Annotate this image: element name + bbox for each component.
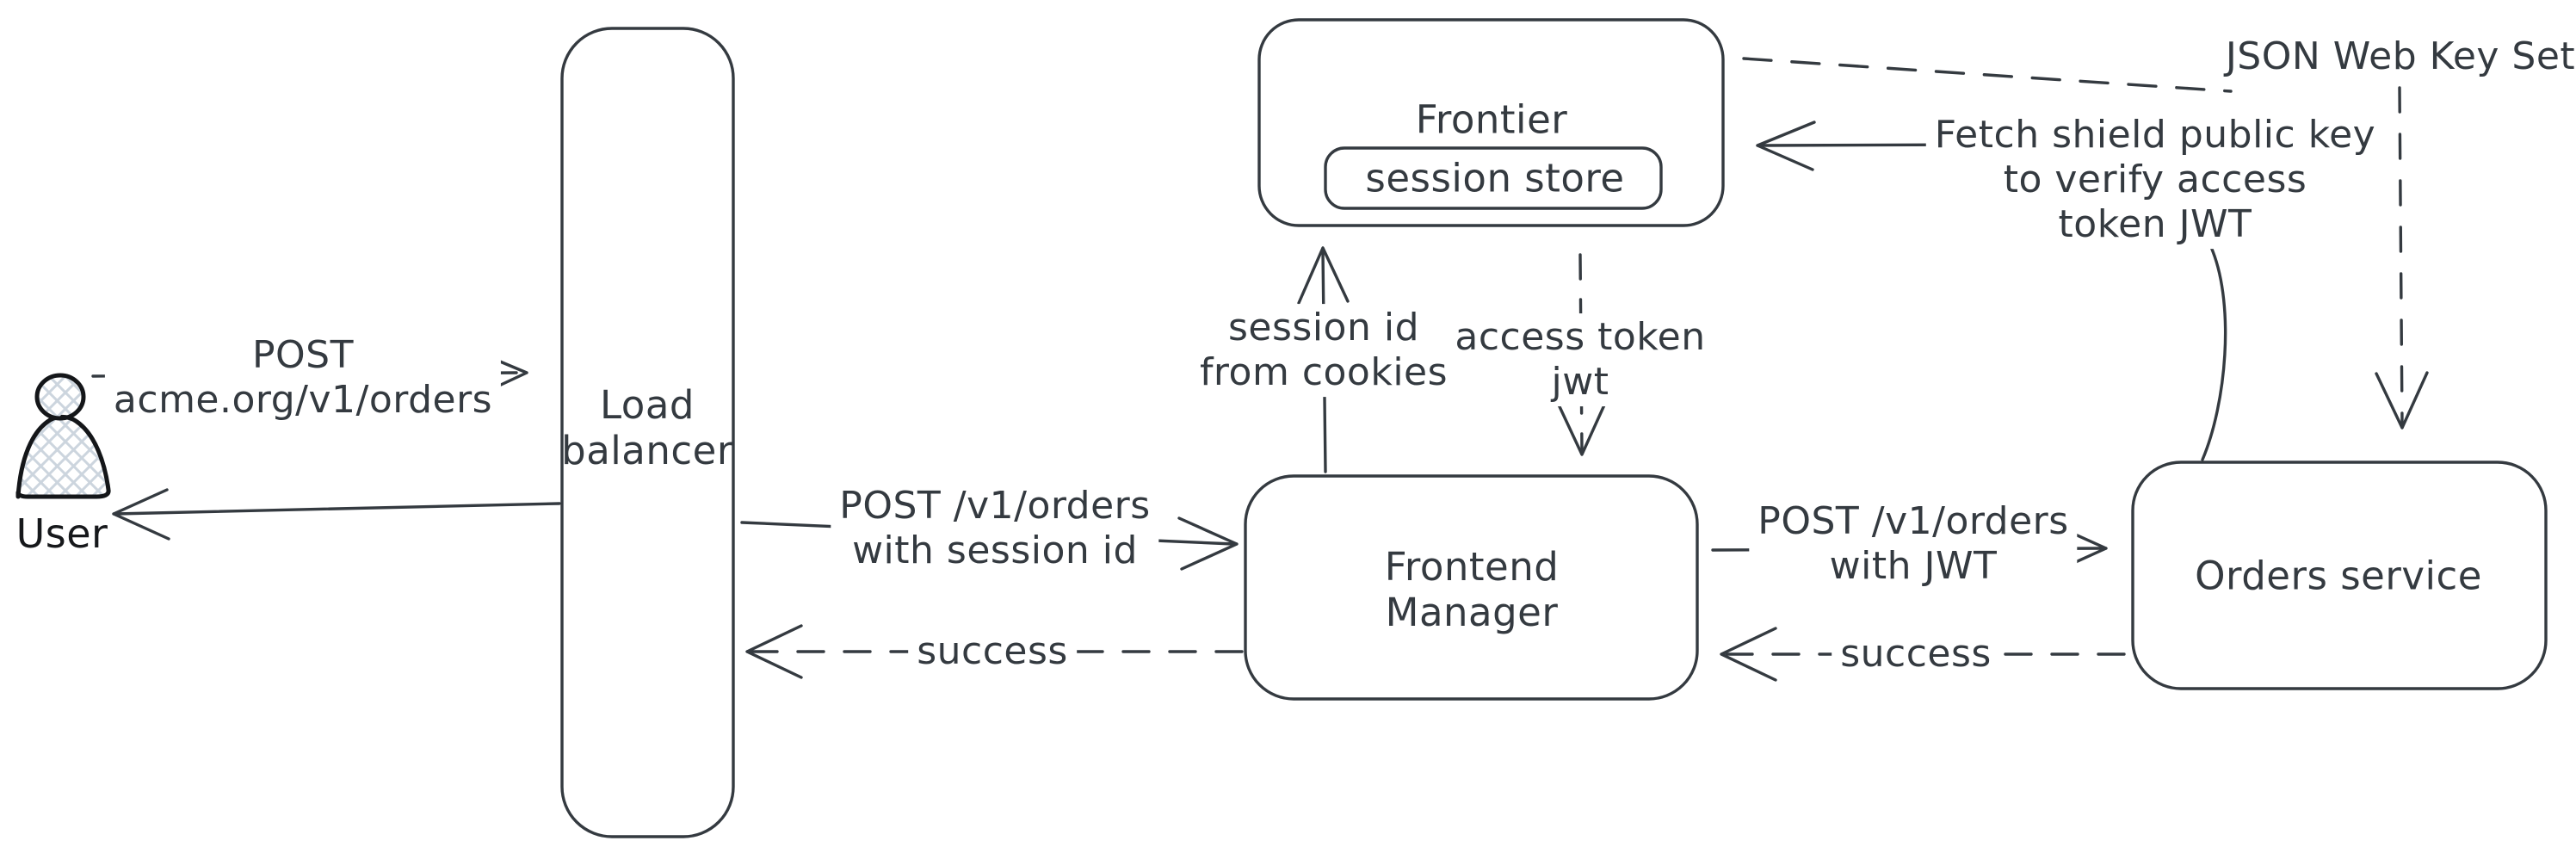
edge-label-post-with-jwt: POST /v1/orders with JWT <box>1749 498 2078 590</box>
arrow-jwks-to-orders-service <box>2375 86 2429 430</box>
user-label: User <box>15 510 108 557</box>
frontend-manager-box <box>1244 474 1699 701</box>
jwks-label: JSON Web Key Set <box>2225 34 2576 79</box>
orders-service-label: Orders service <box>2195 553 2482 599</box>
line-frontier-to-jwks <box>1742 57 2233 93</box>
edge-label-session-id-from-cookies: session id from cookies <box>1190 304 1457 397</box>
edge-label-access-token-jwt: access token jwt <box>1446 313 1714 406</box>
load-balancer-box <box>560 27 735 838</box>
load-balancer-label: Load balancer <box>561 381 733 473</box>
arrow-load-balancer-to-user <box>112 488 561 541</box>
session-store-box <box>1324 146 1663 210</box>
edge-label-fetch-shield-public-key: Fetch shield public key to verify access… <box>1925 111 2385 249</box>
edge-label-success-right: success <box>1832 630 2000 678</box>
session-store-label: session store <box>1365 155 1625 201</box>
edge-label-post-acme-orders: POST acme.org/v1/orders <box>104 331 502 424</box>
orders-service-box <box>2131 461 2548 690</box>
edge-label-success-left: success <box>908 628 1077 676</box>
frontier-label: Frontier <box>1415 96 1568 143</box>
edge-label-post-with-session-id: POST /v1/orders with session id <box>831 482 1159 575</box>
user-icon <box>15 373 111 499</box>
frontend-manager-label: Frontend Manager <box>1384 543 1560 635</box>
